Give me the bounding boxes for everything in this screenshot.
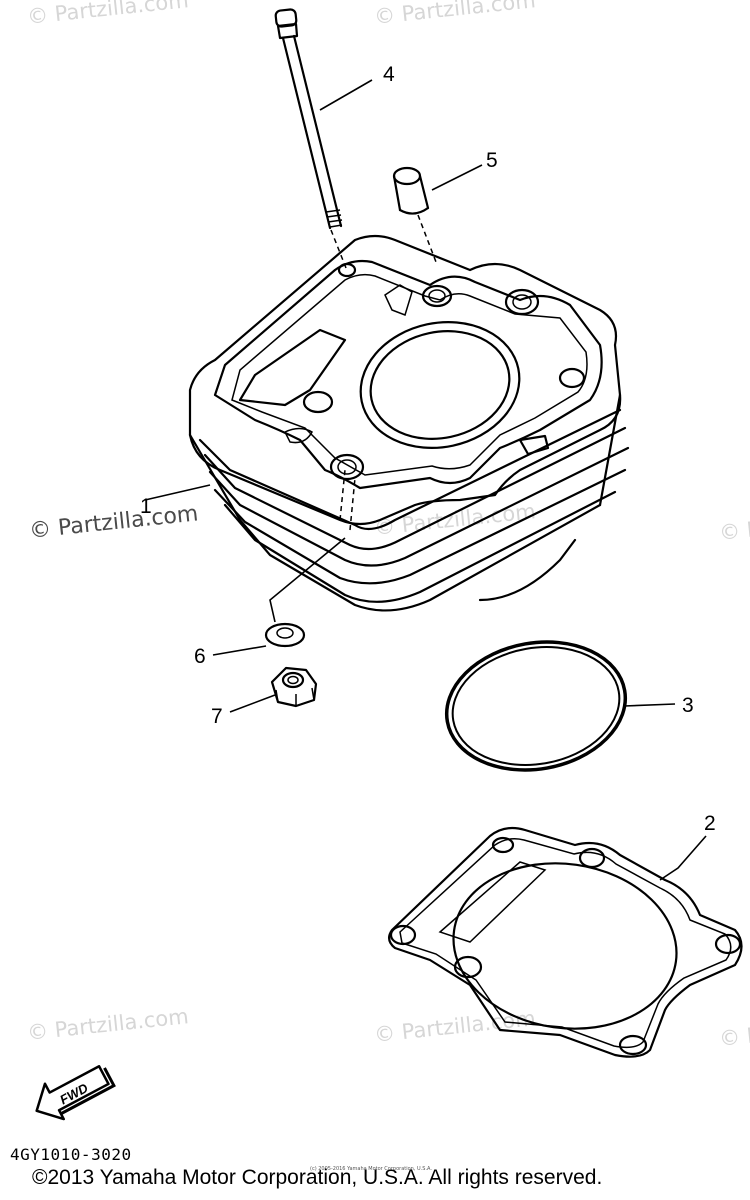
callout-6: 6 — [194, 645, 206, 668]
part-6-washer[interactable] — [264, 622, 306, 648]
copyright-notice: ©2013 Yamaha Motor Corporation, U.S.A. A… — [32, 1166, 603, 1189]
watermarks: © Partzilla.com © Partzilla.com © Partzi… — [26, 0, 750, 1051]
watermark-text: © Partzilla.com — [718, 1010, 750, 1051]
fine-print: (c) 2005-2016 Yamaha Motor Corporation, … — [310, 1166, 432, 1172]
callout-5: 5 — [486, 149, 498, 172]
callout-3: 3 — [682, 694, 694, 717]
part-7-nut[interactable] — [270, 666, 318, 708]
leader-lines — [144, 79, 707, 881]
watermark-text: © Partzilla.com — [373, 1006, 537, 1047]
callout-4: 4 — [383, 63, 395, 86]
callout-7: 7 — [211, 705, 223, 728]
part-4-stud-bolt[interactable] — [274, 8, 347, 269]
fwd-arrow-icon: FWD — [35, 1065, 116, 1121]
callout-numbers: 4 5 1 6 7 3 2 — [140, 63, 716, 835]
diagram-code: 4GY1010-3020 — [10, 1145, 132, 1164]
watermark-text: © Partzilla.com — [718, 504, 750, 545]
part-5-dowel-pin[interactable] — [392, 166, 437, 263]
watermark-text: © Partzilla.com — [26, 1004, 190, 1045]
callout-1: 1 — [140, 495, 152, 518]
watermark-text-dark: © Partzilla.com — [28, 501, 199, 544]
part-3-o-ring[interactable] — [436, 628, 635, 783]
watermark-text: © Partzilla.com — [373, 0, 537, 29]
callout-2: 2 — [704, 812, 716, 835]
watermark-text: © Partzilla.com — [26, 0, 190, 29]
part-2-gasket[interactable] — [388, 826, 743, 1058]
part-1-cylinder[interactable] — [188, 234, 630, 612]
